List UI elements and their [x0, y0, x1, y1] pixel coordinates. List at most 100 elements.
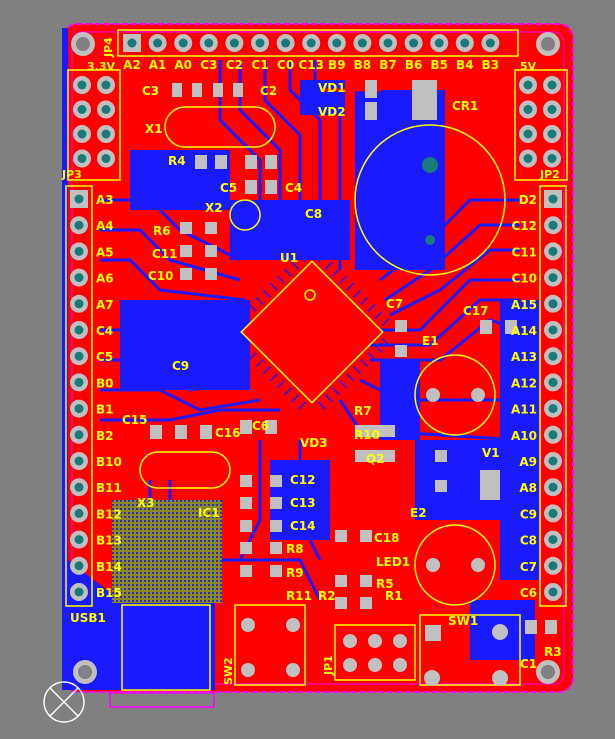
label-v1: V1 — [482, 446, 500, 460]
left-header-name: JP3 — [61, 168, 82, 181]
left-header-pin-label: C4 — [96, 324, 113, 338]
label-c17: C17 — [463, 304, 489, 318]
cr1-battery — [354, 124, 506, 276]
top-header-pin-label: B8 — [354, 58, 372, 72]
label-vd3: VD3 — [300, 436, 328, 450]
label-c5: C5 — [220, 181, 237, 195]
u1-chip — [234, 254, 390, 410]
top-header-pin-label: A0 — [174, 58, 192, 72]
left-header-pin-label: B2 — [96, 429, 114, 443]
label-vd2: VD2 — [318, 105, 346, 119]
label-c3: C3 — [142, 84, 159, 98]
label-c18: C18 — [374, 531, 400, 545]
right-header-pin-label: A15 — [511, 298, 537, 312]
top-header-pin-label: B9 — [328, 58, 346, 72]
left-header-pin-label: B1 — [96, 403, 114, 417]
label-sw2: SW2 — [222, 657, 235, 685]
right-header: D2C12C11C10A15A14A13A12A11A10A9A8C9C8C7C… — [511, 190, 562, 601]
top-header-pin-label: B7 — [379, 58, 397, 72]
left-header-pin-label: B14 — [96, 560, 122, 574]
right-header-pin-label: A11 — [511, 403, 537, 417]
usb-connector — [109, 692, 215, 708]
label-c8: C8 — [305, 207, 322, 221]
left-header-pin-label: B10 — [96, 455, 122, 469]
label-sw1: SW1 — [448, 614, 478, 628]
label-c2: C2 — [260, 84, 277, 98]
top-header-pin-label: B6 — [405, 58, 423, 72]
label-c13: C13 — [290, 496, 316, 510]
mounting-holes — [71, 32, 560, 684]
smd-pads — [150, 80, 557, 634]
switch-pads — [241, 618, 508, 686]
label-c16: C16 — [215, 426, 241, 440]
label-r4: R4 — [168, 154, 186, 168]
right-header-pin-label: C6 — [520, 586, 537, 600]
label-r10: R10 — [354, 428, 380, 442]
left-header-pin-label: B13 — [96, 534, 122, 548]
label-r7: R7 — [354, 404, 372, 418]
right-header-name: JP2 — [539, 168, 560, 181]
left-header-pin-label: A5 — [96, 245, 114, 259]
label-q2: Q2 — [366, 452, 385, 466]
label-u1: U1 — [280, 251, 298, 265]
label-c1: C1 — [520, 657, 537, 671]
left-header-pin-label: B0 — [96, 376, 114, 390]
electrolytic-caps — [414, 354, 496, 606]
label-c12: C12 — [290, 473, 316, 487]
label-c9: C9 — [172, 359, 189, 373]
label-r1: R1 — [385, 589, 403, 603]
top-header-pin-label: B4 — [456, 58, 474, 72]
label-jp1: JP1 — [322, 655, 335, 676]
right-header-pin-label: A14 — [511, 324, 537, 338]
label-r6: R6 — [153, 224, 171, 238]
label-e1: E1 — [422, 334, 439, 348]
right-header-pin-label: C10 — [511, 272, 537, 286]
label-c15: C15 — [122, 413, 148, 427]
power-label-left: 3.3V — [87, 60, 115, 73]
left-header-pin-label: B12 — [96, 507, 122, 521]
top-header-pin-label: C2 — [226, 58, 243, 72]
right-header-pin-label: C9 — [520, 507, 537, 521]
label-vd1: VD1 — [318, 81, 346, 95]
right-header-pin-label: D2 — [519, 193, 537, 207]
right-header-pin-label: A10 — [511, 429, 537, 443]
switch-jumper-outlines — [121, 604, 521, 691]
left-header-pin-label: B11 — [96, 481, 122, 495]
label-c6: C6 — [252, 419, 269, 433]
right-header-pin-label: A9 — [519, 455, 537, 469]
label-r11: R11 — [286, 589, 312, 603]
top-header-pin-label: B3 — [482, 58, 500, 72]
x3-qfn-area — [112, 500, 222, 603]
label-r5: R5 — [376, 577, 394, 591]
left-header-pin-label: C5 — [96, 350, 113, 364]
label-c7: C7 — [386, 297, 403, 311]
left-header-pin-label: B15 — [96, 586, 122, 600]
left-header-pin-label: A3 — [96, 193, 114, 207]
top-header-name: JP4 — [102, 37, 115, 58]
right-header-pin-label: C12 — [511, 219, 537, 233]
top-header-pin-label: C1 — [251, 58, 268, 72]
right-header-pin-label: A13 — [511, 350, 537, 364]
component-labels: C3 C2 X1 R4 C5 C4 X2 R6 C11 C10 C8 U1 VD… — [70, 81, 562, 685]
label-c10: C10 — [148, 269, 174, 283]
top-header-pin-label: B5 — [430, 58, 448, 72]
label-e2: E2 — [410, 506, 427, 520]
label-c14: C14 — [290, 519, 316, 533]
label-c11: C11 — [152, 247, 178, 261]
power-headers — [73, 76, 561, 168]
label-r2: R2 — [318, 589, 336, 603]
left-header-pin-label: A7 — [96, 298, 114, 312]
label-led1: LED1 — [376, 555, 410, 569]
power-label-right: 5V — [520, 60, 537, 73]
label-ic1: IC1 — [198, 506, 220, 520]
right-header-pin-label: A12 — [511, 376, 537, 390]
header-outlines — [65, 29, 568, 607]
top-header-pin-label: A2 — [123, 58, 141, 72]
right-header-pin-label: C8 — [520, 534, 537, 548]
label-x3: X3 — [137, 496, 155, 510]
label-c4: C4 — [285, 181, 302, 195]
top-header-pin-label: A1 — [149, 58, 167, 72]
